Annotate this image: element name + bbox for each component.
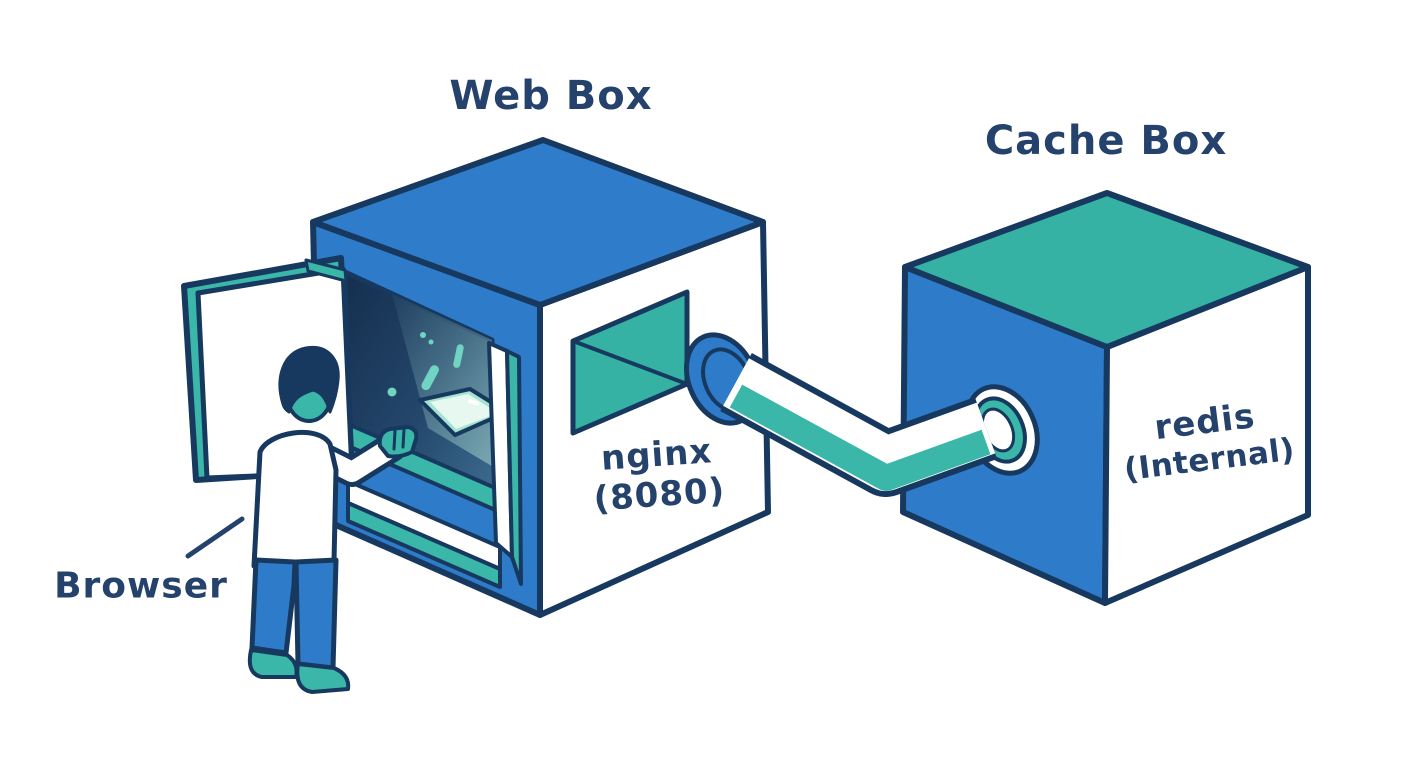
person-pants	[249, 557, 339, 671]
person-shoes	[247, 648, 351, 694]
person-hand	[377, 425, 419, 459]
person-head	[278, 345, 340, 423]
cache-box-title: Cache Box	[984, 118, 1228, 164]
door-hinge	[304, 258, 348, 283]
connection-pipe	[684, 332, 1040, 497]
person-figure	[247, 345, 419, 694]
web-box-service-label: nginx (8080)	[590, 431, 726, 519]
open-door	[181, 255, 355, 483]
door-flap-right	[487, 341, 523, 586]
browser-label: Browser	[54, 565, 228, 607]
web-box-title: Web Box	[449, 73, 653, 119]
browser-pointer-line	[185, 516, 245, 559]
sparkles	[387, 332, 477, 418]
